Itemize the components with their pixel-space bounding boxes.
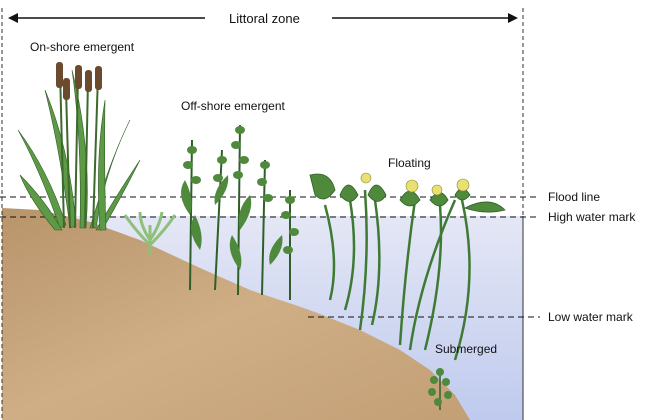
low-water-mark-label: Low water mark <box>548 310 633 324</box>
shore-soil <box>2 208 470 420</box>
floating-plants <box>309 172 506 361</box>
offshore-emergent-plants <box>181 124 299 300</box>
flood-line-label: Flood line <box>548 190 601 204</box>
submerged-plant <box>428 368 452 410</box>
littoral-zone-title: Littoral zone <box>229 11 300 26</box>
floating-label: Floating <box>388 156 431 170</box>
littoral-zone-arrow <box>8 13 518 23</box>
onshore-emergent-plants <box>17 62 141 231</box>
onshore-emergent-label: On-shore emergent <box>30 40 135 54</box>
offshore-emergent-label: Off-shore emergent <box>181 99 285 113</box>
high-water-mark-label: High water mark <box>548 210 636 224</box>
rosette-plant <box>123 211 177 255</box>
submerged-label: Submerged <box>435 342 498 356</box>
